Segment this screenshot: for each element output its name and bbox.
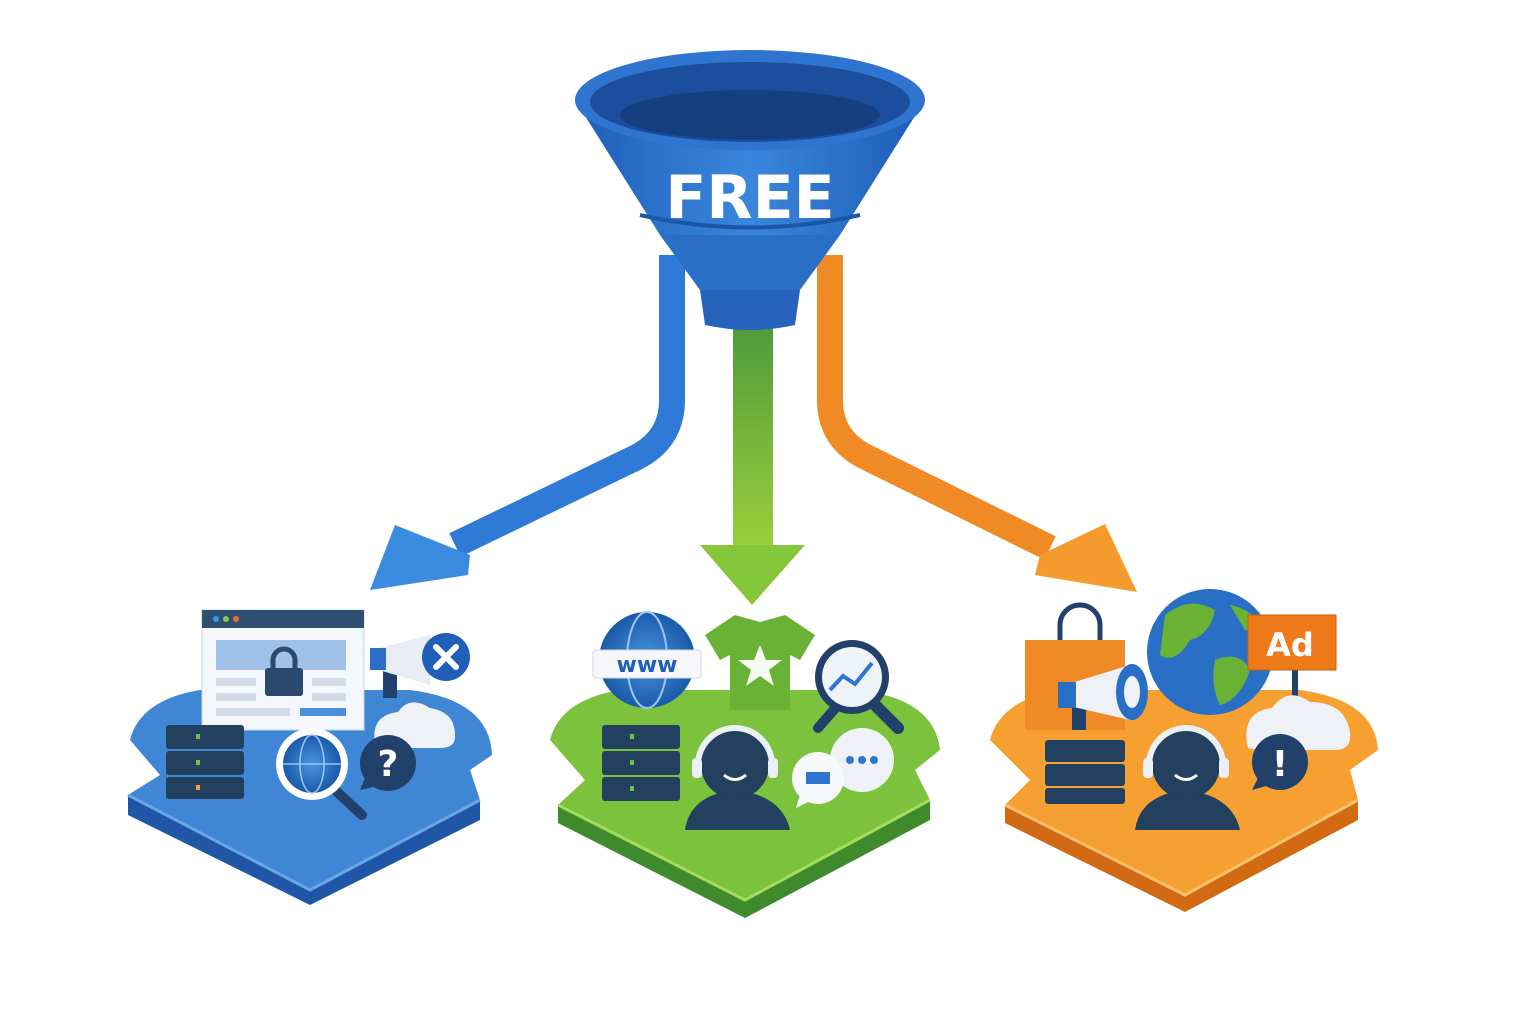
- earth-icon: [1147, 589, 1273, 715]
- center-platform: www: [550, 611, 940, 918]
- ad-sign-icon: Ad: [1247, 614, 1337, 698]
- right-platform: Ad !: [990, 589, 1378, 912]
- headset-agent-icon: [1135, 725, 1240, 830]
- www-label: www: [617, 653, 678, 678]
- green-arrow: [700, 325, 805, 605]
- server-icon: [602, 725, 680, 801]
- server-icon: [1045, 740, 1125, 804]
- close-badge-icon[interactable]: [422, 633, 470, 681]
- globe-search-icon: [276, 728, 367, 820]
- alert-bubble-icon: !: [1252, 734, 1308, 790]
- server-icon: [166, 725, 244, 799]
- orange-arrow: [817, 255, 1137, 592]
- headset-agent-icon: [685, 725, 790, 830]
- megaphone-icon: [370, 635, 430, 698]
- blue-arrow: [370, 255, 685, 590]
- analytics-magnifier-icon: [813, 640, 904, 734]
- funnel-label: FREE: [665, 163, 834, 233]
- left-platform: ?: [127, 609, 492, 905]
- ad-label: Ad: [1266, 626, 1314, 664]
- chat-bubbles-icon: [792, 728, 894, 808]
- megaphone-icon: [1058, 664, 1148, 730]
- tshirt-star-icon: [705, 615, 815, 710]
- funnel: FREE: [575, 50, 925, 330]
- globe-icon: www: [592, 611, 702, 709]
- browser-lock-icon: [201, 609, 365, 731]
- question-glyph: ?: [378, 744, 399, 785]
- question-bubble-icon: ?: [360, 735, 416, 791]
- alert-glyph: !: [1272, 744, 1288, 785]
